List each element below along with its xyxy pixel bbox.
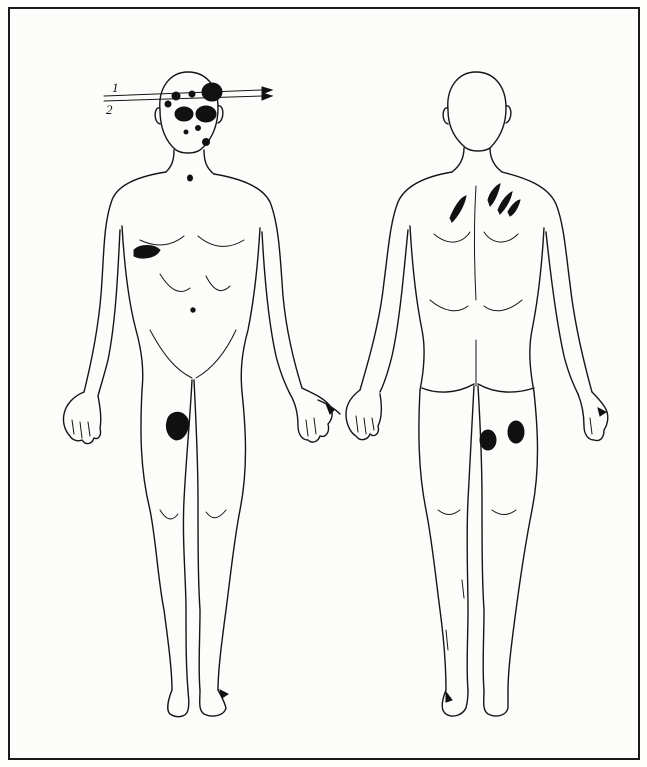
marker-1-label: 1 <box>112 80 119 95</box>
injury-back-strike-1 <box>450 196 466 222</box>
arrow-2-line <box>104 96 262 101</box>
injury-head-right <box>196 106 216 122</box>
back-view-figure <box>346 72 608 716</box>
arrow-1-line <box>104 90 262 96</box>
injury-thigh-back-right <box>508 421 524 443</box>
injury-back-strike-2 <box>488 184 500 206</box>
injury-head-left <box>175 107 193 121</box>
injury-thigh-back-left <box>480 430 496 450</box>
injury-chest <box>134 246 160 259</box>
marker-2-label: 2 <box>106 102 113 117</box>
injury-thigh-front <box>166 412 188 440</box>
arrow-2-head <box>262 93 272 100</box>
front-view-figure <box>63 72 340 717</box>
injury-marks <box>134 83 606 702</box>
